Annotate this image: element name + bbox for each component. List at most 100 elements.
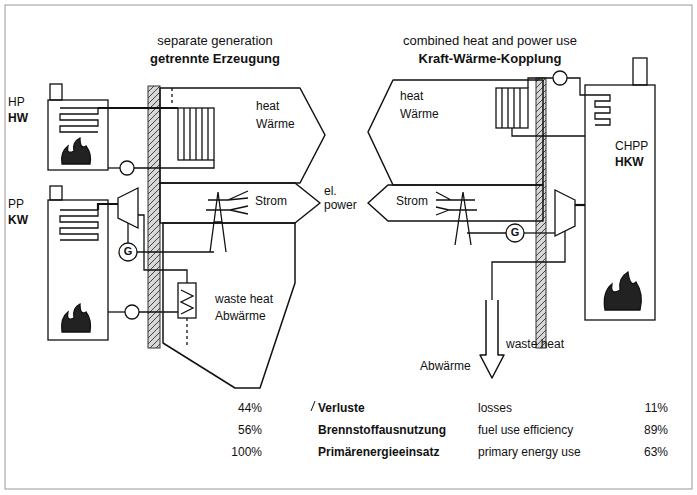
plant-label: HKW bbox=[615, 156, 644, 170]
chimney bbox=[633, 58, 647, 85]
turbine bbox=[118, 188, 138, 228]
table-cell: 56% bbox=[238, 424, 262, 438]
pipe bbox=[567, 78, 595, 95]
exhaust-line bbox=[492, 231, 565, 300]
steam-line bbox=[575, 204, 585, 206]
power-plant bbox=[48, 186, 248, 348]
condenser bbox=[178, 283, 196, 318]
radiator-fins bbox=[502, 88, 520, 128]
coil bbox=[595, 95, 610, 125]
table-cell: Primärenergieeinsatz bbox=[318, 446, 439, 460]
generator-label: G bbox=[124, 245, 133, 258]
condenser-coil bbox=[181, 290, 193, 314]
pipe bbox=[108, 311, 125, 312]
boiler bbox=[48, 200, 108, 340]
table-cell: fuel use efficiency bbox=[478, 424, 573, 438]
node-text: el. power bbox=[324, 185, 362, 213]
pipe bbox=[108, 167, 120, 168]
table-cell: 63% bbox=[644, 446, 668, 460]
power-line bbox=[467, 232, 506, 233]
heat-arrow: heatWärme bbox=[160, 88, 325, 183]
heading: getrennte Erzeugung bbox=[150, 52, 280, 67]
node-outline-path bbox=[163, 223, 295, 388]
wall bbox=[536, 78, 546, 348]
node-outline-path bbox=[160, 88, 325, 183]
node-outline bbox=[160, 223, 300, 391]
node-text: Strom bbox=[255, 195, 287, 209]
pump bbox=[553, 71, 567, 85]
flame bbox=[62, 138, 91, 164]
node-outline-path bbox=[368, 185, 543, 221]
node-outline-path bbox=[368, 80, 543, 185]
wires bbox=[436, 192, 451, 215]
shaft bbox=[127, 223, 128, 243]
generator bbox=[119, 243, 137, 261]
node-text: Abwärme bbox=[215, 310, 266, 324]
flame bbox=[604, 272, 641, 310]
dashed-line bbox=[186, 318, 187, 348]
chimney bbox=[50, 186, 62, 200]
table-cell: primary energy use bbox=[478, 446, 581, 460]
table-cell: losses bbox=[478, 402, 512, 416]
pylon bbox=[206, 192, 230, 252]
dashed-line bbox=[171, 88, 172, 104]
coil bbox=[60, 108, 98, 132]
generator-label: G bbox=[511, 226, 520, 239]
tick-mark bbox=[311, 401, 315, 411]
node-text: Abwärme bbox=[420, 360, 471, 374]
coil bbox=[60, 210, 98, 240]
generator bbox=[506, 224, 524, 242]
pylon bbox=[449, 192, 477, 245]
wall bbox=[148, 86, 160, 348]
table-cell: 100% bbox=[231, 446, 262, 460]
flame bbox=[62, 304, 91, 332]
chimney bbox=[50, 84, 62, 100]
node-text: heat bbox=[400, 90, 423, 104]
radiator-fins bbox=[184, 108, 208, 160]
node-outline bbox=[368, 80, 543, 185]
plant-label: HP bbox=[8, 96, 25, 110]
power-line bbox=[137, 251, 214, 252]
node-text: Wärme bbox=[256, 118, 295, 132]
heat-arrow: heatWärme bbox=[368, 80, 543, 185]
pipe bbox=[512, 128, 585, 136]
pipe bbox=[134, 160, 214, 168]
node-outline bbox=[368, 185, 543, 221]
radiator bbox=[178, 108, 214, 160]
table-cell: 44% bbox=[238, 402, 262, 416]
table-cell: Brennstoffausnutzung bbox=[318, 424, 446, 438]
heading: Kraft-Wärme-Kopplung bbox=[419, 52, 562, 67]
pump bbox=[125, 305, 139, 319]
wall bbox=[148, 86, 160, 348]
pipe bbox=[98, 107, 178, 109]
node-text: waste heat bbox=[506, 338, 564, 352]
pump bbox=[120, 161, 134, 175]
pipe bbox=[139, 311, 178, 312]
node-outline-path bbox=[160, 183, 320, 223]
shaft bbox=[524, 232, 555, 233]
node-text: waste heat bbox=[215, 293, 273, 307]
table-cell: 89% bbox=[644, 424, 668, 438]
plant-label: HW bbox=[8, 112, 28, 126]
heading: combined heat and power use bbox=[403, 34, 577, 49]
node-text: Strom bbox=[396, 195, 428, 209]
waste-heat-funnel: waste heatAbwärme bbox=[160, 223, 300, 391]
heading: separate generation bbox=[157, 34, 273, 49]
node-text: Wärme bbox=[400, 108, 439, 122]
plant-label: PP bbox=[8, 198, 24, 212]
node-outline bbox=[160, 88, 325, 183]
plant-label: CHPP bbox=[615, 140, 648, 154]
heating-plant bbox=[48, 84, 214, 175]
frame bbox=[5, 5, 692, 489]
radiator bbox=[496, 88, 528, 128]
node-text: heat bbox=[256, 100, 279, 114]
boiler bbox=[585, 85, 655, 320]
turbine bbox=[555, 190, 575, 236]
power-arrow: Strom bbox=[368, 185, 543, 221]
chp-plant bbox=[436, 58, 655, 320]
wires bbox=[228, 191, 248, 214]
